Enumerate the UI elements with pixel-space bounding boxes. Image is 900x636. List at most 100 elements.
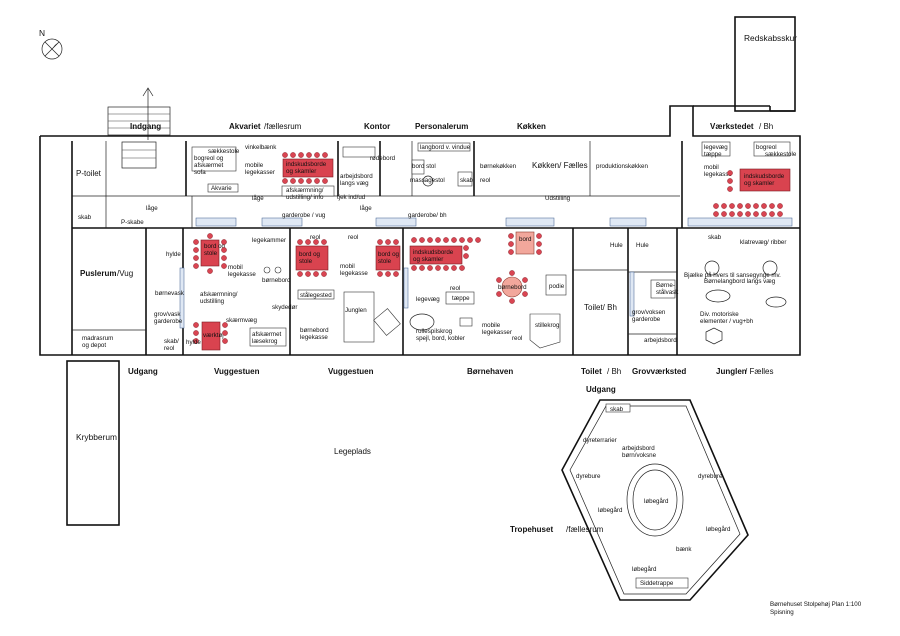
cabinet-personale [457, 171, 473, 187]
label-udstilling-info: udstilling/ info [286, 194, 324, 201]
label-stillekrog: stillekrog [535, 322, 560, 329]
label-tropehus: Tropehuset [510, 525, 553, 534]
chairs-vug1 [193, 233, 227, 274]
bord-bornehaven [515, 231, 535, 255]
label-laage: låge [146, 205, 158, 212]
label-arbejdsbord4: arbejdsbord [622, 445, 655, 452]
label-siddetrappe: Siddetrappe [640, 580, 674, 587]
aquarium [207, 183, 239, 193]
tool-shed [734, 16, 796, 112]
chairs-vug2 [297, 239, 327, 277]
long-table-window [417, 142, 471, 152]
label-rollespil1: rollespilskrog [416, 328, 453, 335]
label-legekasse-v2: legekasse [340, 270, 368, 277]
label-pusler: Puslerum [80, 269, 116, 278]
table-vug1b [201, 321, 221, 351]
label-junglen: Junglen [716, 367, 747, 376]
label-reol2: reol [164, 345, 174, 352]
compass-icon: N [39, 28, 63, 60]
tool-shed-label: Redskabsskur [744, 33, 797, 43]
label-hylde: hylde [166, 251, 181, 258]
legevaeg-vaerk [701, 141, 731, 157]
label-bornevask: børnevask [155, 290, 185, 297]
label-bornebord2: børnebord [300, 327, 329, 334]
label-klatrevaeg: klatrevæg/ ribber [740, 239, 786, 246]
label-baenk: bænk [676, 546, 692, 553]
chairs-vug2b [377, 239, 399, 277]
label-skydedor: skydedør [272, 304, 297, 311]
label-bornestaal1: Børne- [656, 282, 675, 289]
label-indskud6: og skamler [744, 180, 774, 187]
label-legevaeg2: legevæg [416, 296, 440, 303]
label-indskud1: indskudsborde [286, 161, 327, 168]
label-grovvask: grov/vask [154, 311, 181, 318]
label-madrasrum: madrasrum [82, 335, 113, 342]
label-reol-v2: reol [310, 234, 320, 241]
label-reol-v2b: reol [348, 234, 358, 241]
table-bornehaven [409, 245, 463, 265]
label-hylde2: hylde [186, 339, 201, 346]
label-mobile: mobile [245, 162, 264, 169]
label-toilet: Toilet [581, 367, 602, 376]
label-akvariet: Akvariet [229, 122, 261, 131]
label-bord-og-stole-d: stole [299, 258, 313, 265]
label-staalegested: stålegested [300, 292, 332, 299]
label-kokken: Køkken [517, 122, 546, 131]
label-personalerum: Personalerum [415, 122, 468, 131]
label-bornebord3: børnebord [498, 284, 527, 291]
label-toilet-sub: / Bh [607, 367, 621, 376]
label-bord-og-stole-e: bord og [378, 251, 400, 258]
label-arbejdsbord3: arbejdsbord [644, 337, 677, 344]
label-bord-og-stole-b: stole [204, 250, 218, 257]
label-reol3: reol [450, 285, 460, 292]
junglen-area [343, 291, 375, 343]
label-lobegaard1: løbegård [644, 498, 669, 505]
title-block-line1: Børnehuset Stolpehøj Plan 1:100 [770, 601, 862, 608]
rug-bornehaven [445, 291, 475, 305]
label-div-mot1: Div. motoriske [700, 311, 739, 318]
label-rollespil2: spejl, bord, kobler [416, 335, 465, 342]
chairs-akvariet [282, 152, 328, 184]
label-bord: bord [519, 236, 532, 243]
quiet-corner [529, 313, 561, 349]
label-tjek: tjek ind/ud [337, 194, 366, 201]
window-bands [179, 217, 793, 329]
label-mobil-v1: mobil [228, 264, 243, 271]
label-toilet-bh: Toilet/ Bh [584, 303, 617, 312]
label-indskud2: og skamler [286, 168, 316, 175]
bogreol-vaerk [753, 141, 791, 157]
label-vuggestuen2: Vuggestuen [328, 367, 374, 376]
label-dyrebure1: dyrebure [576, 473, 601, 480]
label-mobil: mobil [704, 164, 719, 171]
label-og-depot: og depot [82, 342, 106, 349]
label-garderobe2: garderobe [632, 316, 661, 323]
label-legekasse-v1: legekasse [228, 271, 256, 278]
label-bornebord: børnebord [262, 277, 291, 284]
crib-room [66, 360, 120, 526]
steel-sink [650, 279, 676, 299]
table-akvariet [282, 158, 334, 178]
label-udstilling2: udstilling [200, 298, 225, 305]
label-saekkestole2: sækkestole [765, 151, 797, 158]
label-legekasser2: legekasser [482, 329, 512, 336]
label-lobegaard3: løbegård [706, 526, 731, 533]
label-rodebord: rødebord [370, 155, 396, 162]
label-produktion: produktionskøkken [596, 163, 648, 170]
label-legeplads: Legeplads [334, 447, 371, 456]
label-indskud5: indskudsborde [744, 173, 785, 180]
massage-chair [422, 175, 434, 187]
label-bogreol: bogreol [756, 144, 777, 151]
label-borne-voksne: børn/voksne [622, 452, 657, 459]
tropehus-building [561, 399, 749, 601]
bookshelf-sofa [191, 146, 237, 172]
label-skaermvaeg: skærmvæg [226, 317, 257, 324]
label-junglen-small: Junglen [345, 307, 367, 314]
label-arbejdsbord2: langs væg [340, 180, 369, 187]
label-bornekokken: børnekøkken [480, 163, 517, 170]
label-saekkestole: sækkestole [208, 148, 240, 155]
label-grov-vokse: grov/voksen [632, 309, 666, 316]
label-vaerkstedet: Værkstedet [710, 122, 754, 131]
label-taeppe: tæppe [704, 151, 722, 158]
label-lobegaard2: løbegård [598, 507, 623, 514]
